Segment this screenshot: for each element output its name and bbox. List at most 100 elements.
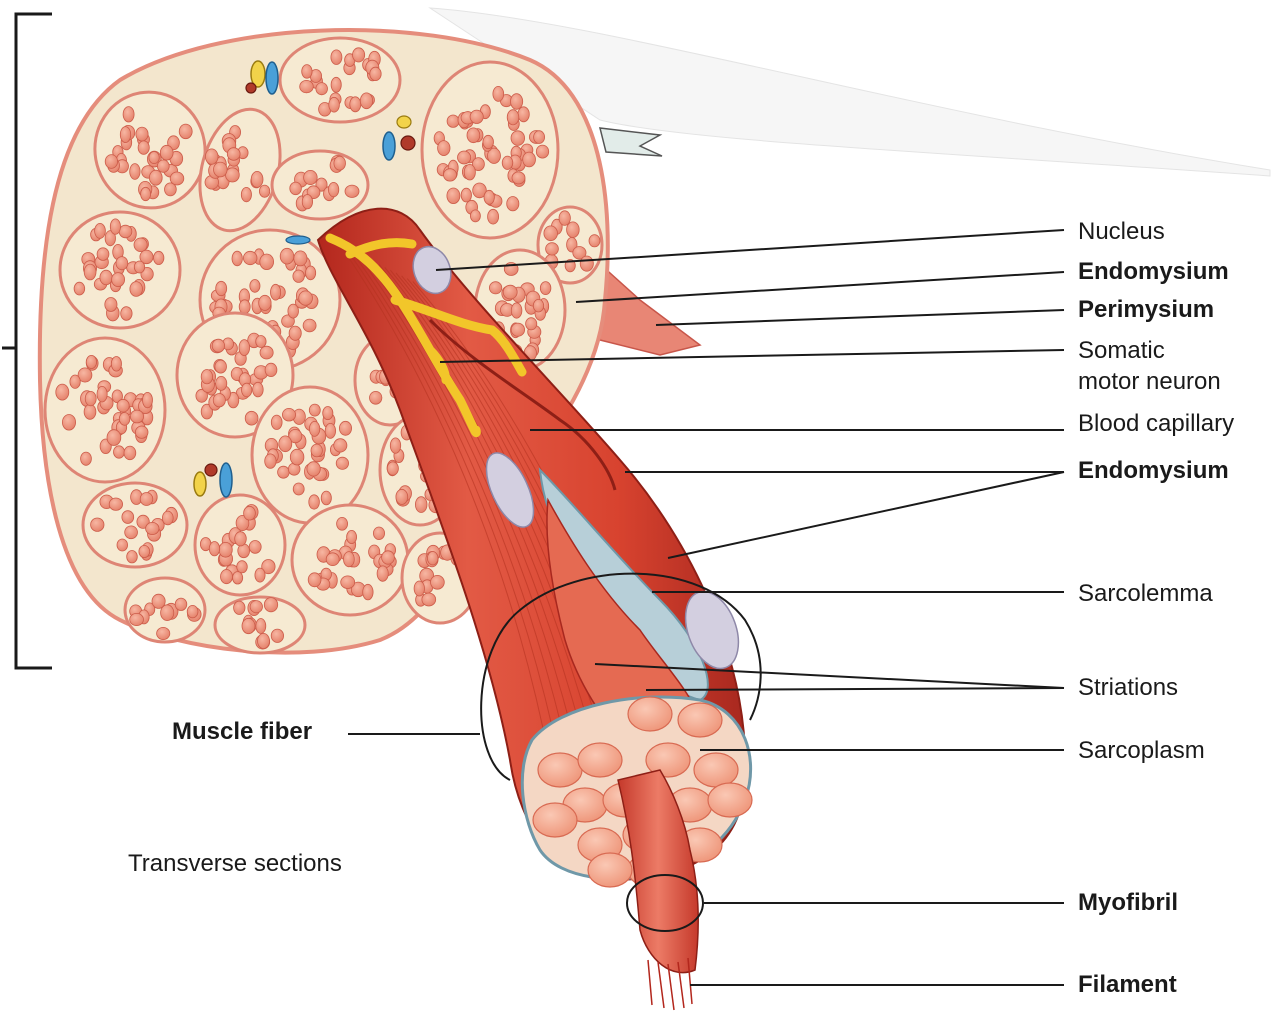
muscle-cell <box>507 110 519 125</box>
muscle-cell <box>336 457 348 469</box>
muscle-cell <box>125 526 138 539</box>
muscle-cell <box>258 633 270 648</box>
muscle-cell <box>293 270 304 282</box>
muscle-cell <box>518 107 529 122</box>
muscle-cell <box>321 491 331 505</box>
muscle-cell <box>95 223 106 238</box>
muscle-cell <box>227 148 240 161</box>
muscle-cell <box>160 145 173 160</box>
muscle-cell <box>105 155 117 169</box>
muscle-cell <box>306 266 316 280</box>
myofibril-end <box>678 703 722 737</box>
muscle-cell <box>127 551 138 563</box>
muscle-cell <box>546 243 559 255</box>
muscle-cell <box>414 581 424 596</box>
muscle-cell <box>111 357 121 372</box>
label-somatic-line1: Somatic <box>1078 335 1165 367</box>
muscle-cell <box>488 209 499 224</box>
muscle-cell <box>138 141 149 154</box>
muscle-cell <box>294 251 307 266</box>
muscle-cell <box>580 256 593 271</box>
muscle-cell <box>130 613 144 625</box>
muscle-cell <box>447 188 460 204</box>
muscle-cell <box>271 415 282 429</box>
muscle-cell <box>259 295 271 310</box>
muscle-cell <box>510 94 522 110</box>
muscle-cell <box>302 195 312 209</box>
muscle-cell <box>135 426 148 438</box>
myofibril-end <box>538 753 582 787</box>
muscle-cell <box>110 219 120 234</box>
muscle-cell <box>242 383 252 397</box>
muscle-cell <box>260 254 274 270</box>
muscle-cell <box>390 438 400 453</box>
muscle-cell <box>464 164 475 180</box>
muscle-cell <box>461 188 471 202</box>
muscle-cell <box>130 410 143 423</box>
label-nucleus: Nucleus <box>1078 216 1165 248</box>
muscle-cell <box>289 326 301 340</box>
muscle-cell <box>302 65 312 79</box>
muscle-cell <box>85 391 96 405</box>
muscle-cell <box>282 408 295 421</box>
muscle-cell <box>458 151 471 164</box>
muscle-cell <box>337 517 348 530</box>
muscle-cell <box>489 282 501 294</box>
muscle-cell <box>484 190 494 204</box>
myofibril-end <box>533 803 577 837</box>
muscle-cell <box>444 169 457 181</box>
myofibril-end <box>588 853 632 887</box>
muscle-cell <box>97 248 109 261</box>
muscle-cell <box>81 452 92 465</box>
muscle-cell <box>130 164 140 180</box>
muscle-cell <box>134 238 147 252</box>
blood-vessel-small <box>286 236 310 244</box>
muscle-cell <box>265 363 277 376</box>
muscle-cell <box>216 376 227 390</box>
muscle-cell <box>123 107 134 122</box>
muscle-cell <box>114 446 125 458</box>
muscle-cell <box>235 532 247 546</box>
muscle-cell <box>377 566 388 581</box>
muscle-cell <box>84 404 96 419</box>
muscle-cell <box>329 97 340 112</box>
muscle-cell <box>179 124 192 139</box>
muscle-cell <box>307 462 320 476</box>
muscle-cell <box>100 270 112 285</box>
muscle-cell <box>253 382 264 397</box>
myofibril-end <box>578 743 622 777</box>
muscle-cell <box>152 594 165 608</box>
muscle-cell <box>363 584 373 600</box>
muscle-cell <box>534 131 545 144</box>
muscle-cell <box>201 370 212 384</box>
muscle-cell <box>119 413 130 426</box>
muscle-cell <box>122 511 134 524</box>
muscle-cell <box>279 436 292 452</box>
label-endomysium-top: Endomysium <box>1078 256 1229 288</box>
muscle-cell <box>589 235 600 247</box>
muscle-cell <box>316 83 328 95</box>
muscle-cell <box>242 618 255 633</box>
muscle-cell <box>308 573 321 587</box>
muscle-cell <box>256 619 266 634</box>
muscle-cell <box>112 273 125 287</box>
muscle-cell <box>56 384 69 400</box>
muscle-cell <box>175 598 187 610</box>
muscle-cell <box>139 545 150 557</box>
muscle-cell <box>304 170 318 184</box>
muscle-cell <box>331 50 342 65</box>
muscle-cell <box>503 285 517 299</box>
muscle-cell <box>415 497 427 513</box>
muscle-cell <box>74 282 85 295</box>
muscle-cell <box>278 466 290 478</box>
muscle-cell <box>97 386 107 402</box>
muscle-cell <box>470 110 483 123</box>
muscle-cell <box>331 77 341 92</box>
muscle-cell <box>140 493 153 506</box>
myofibril-end <box>628 697 672 731</box>
muscle-cell <box>323 407 333 420</box>
muscle-cell <box>143 392 153 407</box>
muscle-cell <box>341 576 355 589</box>
muscle-cell <box>84 264 96 280</box>
muscle-cell <box>559 211 570 226</box>
